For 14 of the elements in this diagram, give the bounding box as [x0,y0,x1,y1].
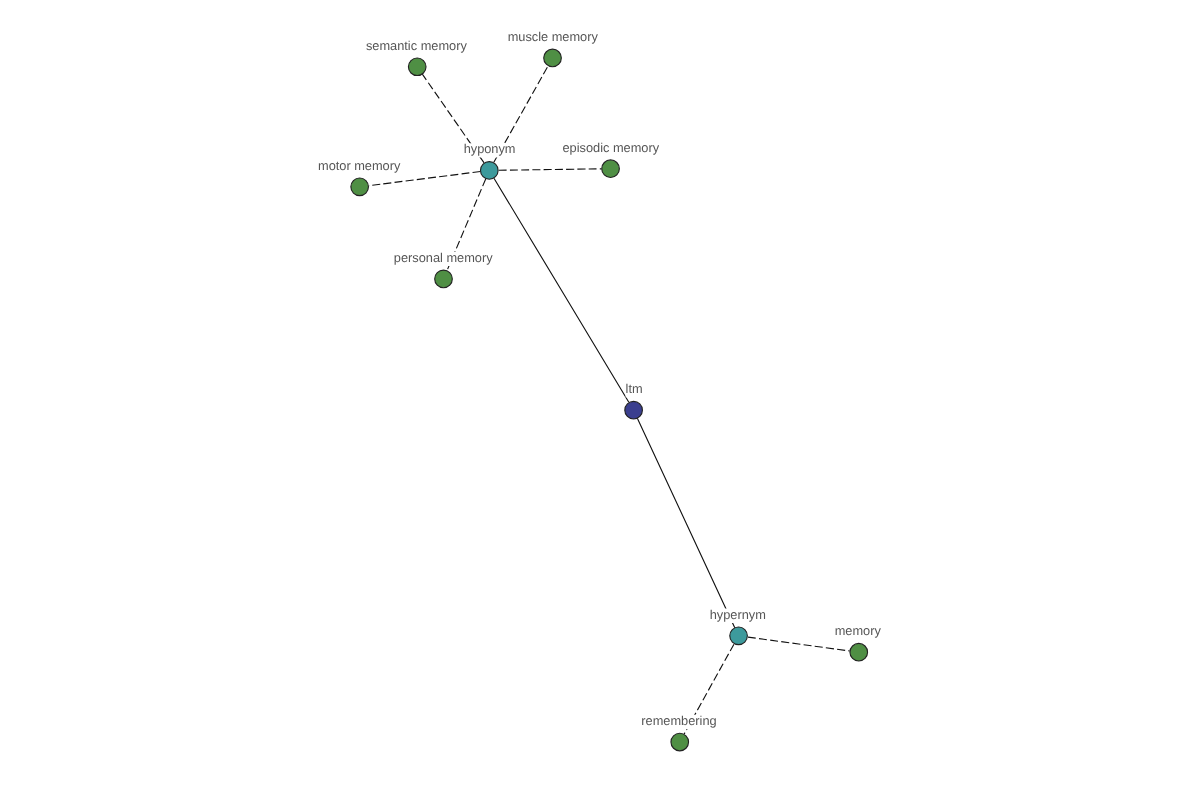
connector [368,170,481,187]
node-circle [407,57,427,77]
connector [421,73,485,164]
connector [683,643,735,735]
connector [747,636,851,652]
connector [446,178,487,272]
connector [493,177,630,403]
node-circle [601,159,620,179]
node-circle [350,177,369,197]
connector [493,65,549,163]
node-circle [849,642,869,662]
node-circle [543,48,562,68]
connector [636,417,736,629]
connector [498,168,602,171]
